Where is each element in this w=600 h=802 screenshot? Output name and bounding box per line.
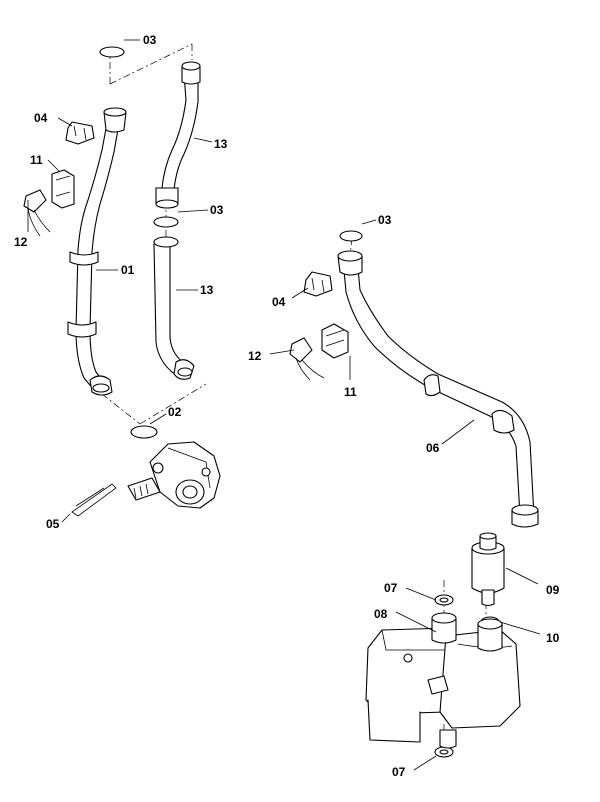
valve-body [127,441,221,509]
label-07-bottom: 07 [392,765,406,779]
pipe-13-upper [155,61,201,209]
label-04-left: 04 [34,111,48,125]
label-01: 01 [121,263,135,277]
label-04-right: 04 [272,295,286,309]
o-ring-02 [130,425,158,439]
o-rings [99,46,500,758]
label-07-top: 07 [384,581,398,595]
pump-08 [365,612,521,749]
label-05: 05 [46,517,60,531]
clip-05 [71,483,117,517]
air-vent-09 [471,532,505,607]
o-ring-03-right [339,230,363,242]
o-ring-03-mid [153,216,179,228]
sensor-12-left [23,189,51,237]
label-03-top: 03 [143,33,157,47]
clip-04-left [65,121,95,145]
label-02: 02 [168,405,182,419]
label-11-left: 11 [30,153,43,167]
label-12-right: 12 [248,349,262,363]
label-11-right: 11 [344,385,357,399]
part-labels: 03 04 11 12 01 13 03 13 02 05 03 04 12 1… [14,33,560,779]
label-10: 10 [546,631,560,645]
label-12-left: 12 [14,235,28,249]
label-03-right: 03 [378,213,392,227]
label-13-lower: 13 [200,283,214,297]
label-03-mid: 03 [210,203,224,217]
clip-11-left [51,169,75,209]
label-06: 06 [426,441,440,455]
pipe-01 [67,107,127,396]
label-08: 08 [374,607,388,621]
pipe-06 [337,250,539,528]
clip-11-right [321,323,349,359]
label-13-upper: 13 [214,137,228,151]
leader-lines [27,39,541,771]
o-ring-03-top [99,46,125,58]
pipe-13-lower [153,236,195,380]
clip-04-right [303,271,333,297]
label-09: 09 [546,583,560,597]
sensor-12-right [289,337,325,381]
